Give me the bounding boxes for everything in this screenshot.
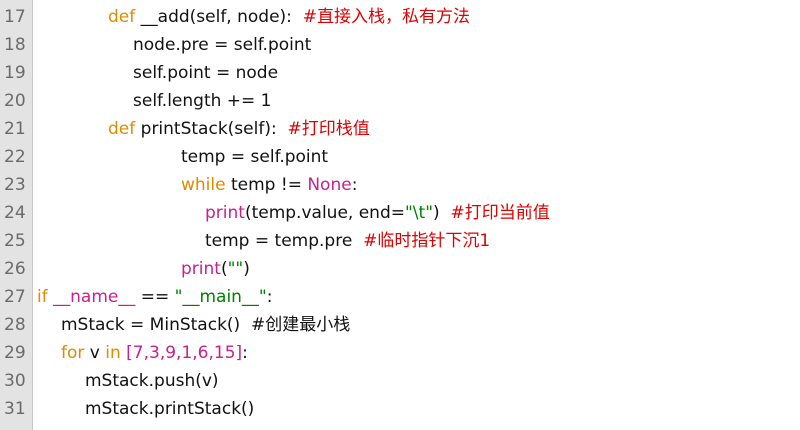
token: ) (243, 259, 250, 279)
code-line[interactable]: 28 mStack = MinStack() #创建最小栈 (0, 311, 800, 339)
line-number: 19 (4, 63, 26, 83)
token-bi: print (181, 259, 221, 279)
line-number: 21 (4, 119, 26, 139)
code-line[interactable]: 17 def __add(self, node): #直接入栈，私有方法 (0, 3, 800, 31)
code-text: node.pre = self.point (133, 31, 311, 59)
code-text: def printStack(self): #打印栈值 (108, 115, 370, 143)
token: ) (433, 203, 451, 223)
token: __add(self, node): (135, 7, 303, 27)
token-cmt: #打印栈值 (287, 119, 370, 139)
code-text: while temp != None: (181, 171, 357, 199)
code-line[interactable]: 18 node.pre = self.point (0, 31, 800, 59)
code-text: print("") (181, 255, 250, 283)
token-cmt: #直接入栈，私有方法 (302, 7, 470, 27)
line-number: 22 (4, 147, 26, 167)
line-number: 18 (4, 35, 26, 55)
line-number-gutter (0, 0, 33, 430)
line-number: 26 (4, 259, 26, 279)
token-kw: while (181, 175, 226, 195)
token: mStack.push(v) (85, 371, 219, 391)
code-text: mStack = MinStack() #创建最小栈 (61, 311, 350, 339)
token: self.length += 1 (133, 91, 272, 111)
token: == (135, 287, 175, 307)
token-str: "__main__" (174, 287, 267, 307)
code-text: print(temp.value, end="\t") #打印当前值 (205, 199, 550, 227)
code-line[interactable]: 21 def printStack(self): #打印栈值 (0, 115, 800, 143)
token: temp = self.point (181, 147, 329, 167)
token-kw: def (108, 7, 136, 27)
code-line[interactable]: 20 self.length += 1 (0, 87, 800, 115)
code-line[interactable]: 26 print("") (0, 255, 800, 283)
token-bi: None (307, 175, 352, 195)
code-text: self.point = node (133, 59, 278, 87)
token: v (84, 343, 106, 363)
code-line[interactable]: 25 temp = temp.pre #临时指针下沉1 (0, 227, 800, 255)
line-number: 17 (4, 7, 26, 27)
code-lines[interactable]: 17 def __add(self, node): #直接入栈，私有方法 18 nod… (0, 3, 800, 423)
token-kw: for (61, 343, 85, 363)
line-number: 28 (4, 315, 26, 335)
token-cmt: #打印当前值 (450, 203, 550, 223)
token-str: "" (227, 259, 244, 279)
line-number: 20 (4, 91, 26, 111)
token: mStack = MinStack() #创建最小栈 (61, 315, 351, 335)
code-text: temp = self.point (181, 143, 328, 171)
line-number: 31 (4, 399, 26, 419)
line-number: 25 (4, 231, 26, 251)
token-kw: in (105, 343, 121, 363)
code-line[interactable]: 27 if __name__ == "__main__": (0, 283, 800, 311)
line-number: 29 (4, 343, 26, 363)
code-text: for v in [7,3,9,1,6,15]: (61, 339, 248, 367)
line-number: 24 (4, 203, 26, 223)
code-text: if __name__ == "__main__": (37, 283, 273, 311)
token: : (351, 175, 358, 195)
code-text: mStack.push(v) (85, 367, 219, 395)
token-cmt: #临时指针下沉1 (363, 231, 491, 251)
token: ( (220, 259, 228, 279)
token-bi: print (205, 203, 245, 223)
line-number: 27 (4, 287, 26, 307)
token-str: "\t" (404, 203, 434, 223)
code-line[interactable]: 19 self.point = node (0, 59, 800, 87)
token: self.point = node (133, 63, 279, 83)
token: : (242, 343, 248, 363)
code-text: self.length += 1 (133, 87, 272, 115)
token: mStack.printStack() (85, 399, 255, 419)
code-text: def __add(self, node): #直接入栈，私有方法 (108, 3, 470, 31)
code-line[interactable]: 24 print(temp.value, end="\t") #打印当前值 (0, 199, 800, 227)
token: node.pre = self.point (133, 35, 312, 55)
token-dun: __name__ (53, 287, 136, 307)
code-line[interactable]: 23 while temp != None: (0, 171, 800, 199)
code-line[interactable]: 30 mStack.push(v) (0, 367, 800, 395)
line-number: 23 (4, 175, 26, 195)
token: temp = temp.pre (205, 231, 364, 251)
line-number: 30 (4, 371, 26, 391)
code-line[interactable]: 22 temp = self.point (0, 143, 800, 171)
code-text: temp = temp.pre #临时指针下沉1 (205, 227, 490, 255)
code-line[interactable]: 31 mStack.printStack() (0, 395, 800, 423)
token: (temp.value, end= (244, 203, 405, 223)
code-line[interactable]: 29 for v in [7,3,9,1,6,15]: (0, 339, 800, 367)
token-kw: if (37, 287, 48, 307)
token: printStack(self): (135, 119, 288, 139)
code-text: mStack.printStack() (85, 395, 254, 423)
token-kw: def (108, 119, 136, 139)
token-bi: [7,3,9,1,6,15] (126, 343, 243, 363)
token: : (266, 287, 273, 307)
token: temp != (225, 175, 308, 195)
